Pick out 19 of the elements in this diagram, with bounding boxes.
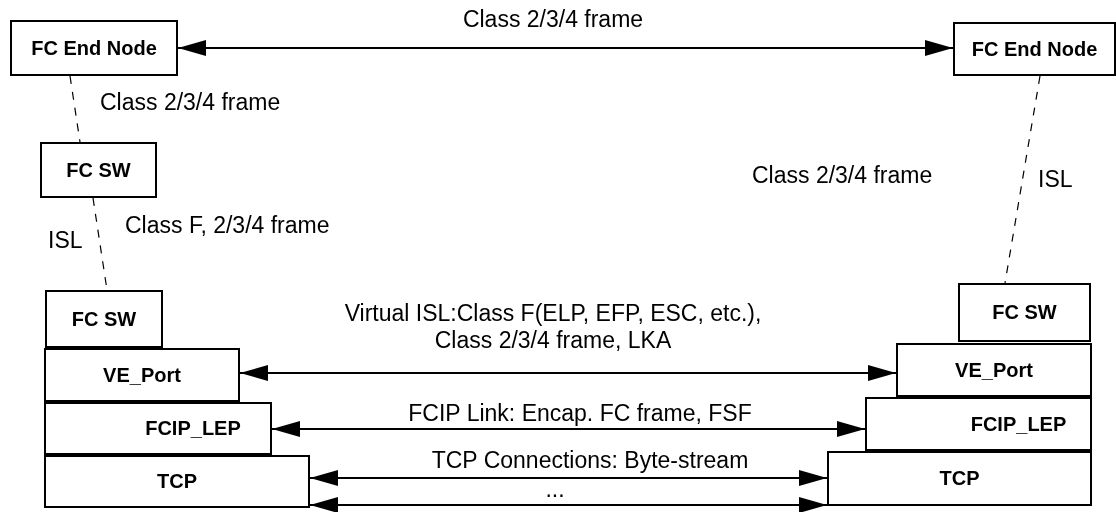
- dashed-line: [69, 75, 81, 143]
- dashed-line: [1004, 75, 1041, 284]
- layer-box: VE_Port: [44, 348, 240, 402]
- layer-box: TCP: [827, 451, 1092, 506]
- layer-box: FC End Node: [953, 22, 1116, 76]
- layer-box: FC SW: [45, 290, 163, 348]
- layer-box: FCIP_LEP: [44, 402, 272, 455]
- layer-box: FC SW: [40, 142, 157, 198]
- layer-box: FC SW: [958, 283, 1091, 342]
- double-arrow: [239, 365, 897, 381]
- layer-box: FCIP_LEP: [865, 397, 1092, 451]
- double-arrow: [309, 497, 828, 512]
- layer-box: FC End Node: [10, 20, 178, 76]
- double-arrow: [309, 470, 828, 486]
- layer-box: VE_Port: [896, 343, 1092, 397]
- layer-box: TCP: [44, 455, 310, 508]
- double-arrow: [271, 421, 866, 437]
- frame-note: Class F, 2/3/4 frame: [123, 212, 332, 239]
- double-arrow: [177, 40, 954, 56]
